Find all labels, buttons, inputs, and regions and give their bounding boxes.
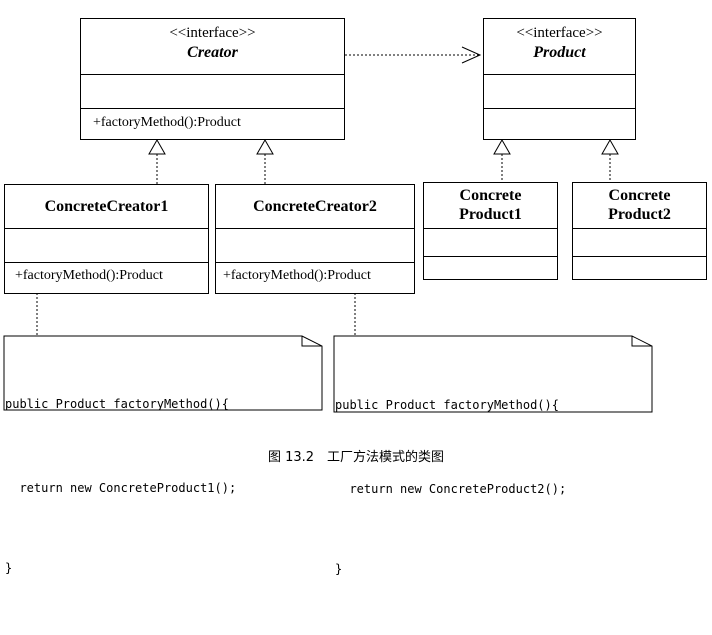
concrete-product-1-name-line2: Product1 bbox=[459, 206, 522, 223]
creator-name-section: <<interface>> Creator bbox=[81, 19, 344, 75]
concrete-product-2-name-line1: Concrete bbox=[608, 187, 671, 204]
concrete-creator-2-name-section: ConcreteCreator2 bbox=[216, 185, 414, 229]
concrete-creator-2-class-box: ConcreteCreator2 +factoryMethod():Produc… bbox=[215, 184, 415, 294]
realization-triangle bbox=[493, 138, 511, 155]
concrete-creator-2-attributes-section bbox=[216, 229, 414, 263]
code-note-2-line1: public Product factoryMethod(){ bbox=[335, 398, 559, 412]
note-fold bbox=[301, 336, 322, 347]
realization-triangle bbox=[256, 138, 274, 155]
concrete-creator-1-operation: +factoryMethod():Product bbox=[15, 268, 163, 283]
uml-class-diagram: <<interface>> Creator +factoryMethod():P… bbox=[3, 18, 707, 576]
diagram-connectors bbox=[3, 46, 653, 413]
concrete-creator-1-attributes-section bbox=[5, 229, 208, 263]
code-note-1: public Product factoryMethod(){ return n… bbox=[5, 334, 236, 634]
concrete-creator-2-operations-section: +factoryMethod():Product bbox=[216, 263, 414, 293]
product-class-box: <<interface>> Product bbox=[483, 18, 636, 140]
concrete-product-2-name-section: Concrete Product2 bbox=[573, 183, 706, 229]
concrete-creator-1-name: ConcreteCreator1 bbox=[44, 198, 169, 215]
concrete-creator-2-operation: +factoryMethod():Product bbox=[223, 268, 371, 283]
note-shape bbox=[333, 335, 653, 413]
concrete-product-1-name-line1: Concrete bbox=[459, 187, 522, 204]
product-name-section: <<interface>> Product bbox=[484, 19, 635, 75]
note-fold bbox=[631, 336, 652, 347]
concrete-product-2-name-line2: Product2 bbox=[608, 206, 671, 223]
note-shape bbox=[3, 335, 323, 411]
code-note-1-line3: } bbox=[5, 561, 13, 575]
creator-attributes-section bbox=[81, 75, 344, 109]
code-note-2-line3: } bbox=[335, 562, 343, 576]
concrete-creator-2-name: ConcreteCreator2 bbox=[253, 198, 377, 215]
product-attributes-section bbox=[484, 75, 635, 109]
creator-name: Creator bbox=[187, 44, 238, 61]
concrete-creator-1-operations-section: +factoryMethod():Product bbox=[5, 263, 208, 293]
concrete-product-2-operations-section bbox=[573, 257, 706, 279]
concrete-product-2-attributes-section bbox=[573, 229, 706, 257]
creator-class-box: <<interface>> Creator +factoryMethod():P… bbox=[80, 18, 345, 140]
dependency-arrowhead bbox=[461, 46, 482, 64]
concrete-product-1-class-box: Concrete Product1 bbox=[423, 182, 558, 280]
concrete-product-1-name-section: Concrete Product1 bbox=[424, 183, 557, 229]
concrete-creator-1-name-section: ConcreteCreator1 bbox=[5, 185, 208, 229]
creator-operations-section: +factoryMethod():Product bbox=[81, 109, 344, 139]
figure-caption: 图 13.2 工厂方法模式的类图 bbox=[267, 450, 445, 465]
creator-stereotype: <<interface>> bbox=[169, 25, 256, 41]
product-name: Product bbox=[533, 44, 586, 61]
concrete-product-1-operations-section bbox=[424, 257, 557, 279]
realization-triangle bbox=[601, 138, 619, 155]
product-operations-section bbox=[484, 109, 635, 139]
concrete-creator-1-class-box: ConcreteCreator1 +factoryMethod():Produc… bbox=[4, 184, 209, 294]
product-stereotype: <<interface>> bbox=[516, 25, 603, 41]
code-note-2-line2: return new ConcreteProduct2(); bbox=[335, 482, 567, 496]
realization-triangle bbox=[148, 138, 166, 155]
concrete-product-1-attributes-section bbox=[424, 229, 557, 257]
code-note-2: public Product factoryMethod(){ return n… bbox=[335, 335, 566, 635]
concrete-product-2-class-box: Concrete Product2 bbox=[572, 182, 707, 280]
code-note-1-line2: return new ConcreteProduct1(); bbox=[5, 481, 237, 495]
code-note-1-line1: public Product factoryMethod(){ bbox=[5, 397, 229, 411]
creator-operation: +factoryMethod():Product bbox=[93, 115, 241, 130]
